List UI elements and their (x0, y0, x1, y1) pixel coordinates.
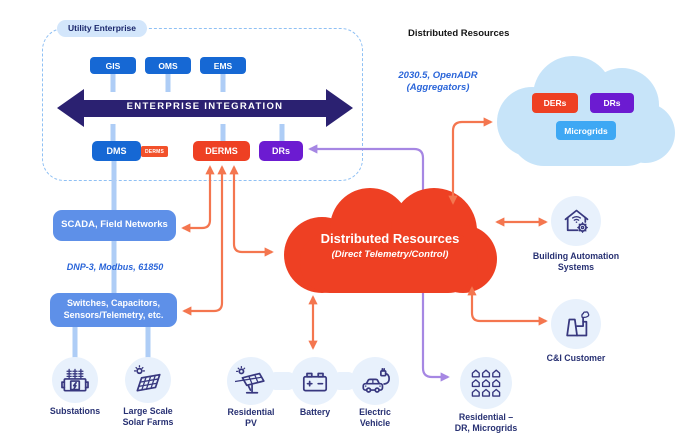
substations-node (52, 357, 98, 403)
residential-dr-label: Residential – DR, Microgrids (426, 412, 546, 435)
residential-pv-label: Residential PV (206, 407, 296, 430)
ems-box: EMS (200, 57, 246, 74)
solar-farm-label: Large Scale Solar Farms (103, 406, 193, 429)
residential-dr-label-line2: DR, Microgrids (454, 423, 518, 434)
residential-pv-node (227, 357, 275, 405)
solar-farm-icon (133, 365, 161, 392)
electric-vehicle-label-line1: Electric (359, 407, 391, 417)
red-cloud-subtitle: (Direct Telemetry/Control) (331, 249, 449, 260)
building-automation-label: Building Automation Systems (516, 251, 636, 274)
distributed-resources-cloud (497, 56, 675, 166)
solar-farm-label-line1: Large Scale (123, 406, 173, 416)
ci-customer-label: C&I Customer (546, 353, 606, 363)
substations-label: Substations (49, 406, 101, 416)
cloud-ders-box: DERs (532, 93, 578, 113)
ci-customer-node (551, 299, 601, 349)
cloud-drs-box: DRs (590, 93, 634, 113)
oms-box: OMS (145, 57, 191, 74)
battery-label: Battery (299, 407, 331, 417)
dms-box: DMS (92, 141, 141, 161)
residential-pv-icon (235, 365, 265, 394)
electric-vehicle-label-line2: Vehicle (359, 418, 391, 429)
aggregator-protocols-line1: 2030.5, OpenADR (398, 70, 478, 81)
residential-pv-label-line2: PV (245, 418, 257, 429)
smart-building-icon (564, 209, 588, 233)
direct-telemetry-cloud (284, 188, 497, 293)
switches-line2: Sensors/Telemetry, etc. (63, 310, 164, 320)
utility-enterprise-label: Utility Enterprise (57, 20, 148, 37)
distributed-resources-heading: Distributed Resources (408, 28, 510, 39)
residential-dr-label-line1: Residential – (458, 412, 514, 422)
aggregator-protocols-line2: (Aggregators) (406, 82, 470, 94)
substation-icon (61, 368, 89, 392)
dms-derms-tag: DERMS (141, 146, 168, 157)
drs-box: DRs (259, 141, 303, 161)
residential-pv-label-line1: Residential (227, 407, 275, 417)
solar-farm-label-line2: Solar Farms (122, 417, 174, 428)
battery-node (291, 357, 339, 405)
field-protocols-label: DNP-3, Modbus, 61850 (66, 262, 164, 272)
houses-grid-icon (471, 369, 501, 397)
scada-box: SCADA, Field Networks (53, 210, 176, 241)
enterprise-integration-arrow (57, 89, 353, 127)
integration-bus-lines (72, 74, 285, 360)
derms-box: DERMS (193, 141, 250, 161)
electric-vehicle-node (351, 357, 399, 405)
residential-dr-node (460, 357, 512, 409)
solar-farm-node (125, 357, 171, 403)
orange-connectors (181, 117, 548, 350)
building-automation-node (551, 196, 601, 246)
red-cloud-title: Distributed Resources (320, 231, 460, 246)
gis-box: GIS (90, 57, 136, 74)
factory-icon (565, 310, 589, 336)
aggregator-protocols-label: 2030.5, OpenADR (Aggregators) (383, 70, 493, 95)
electric-vehicle-icon (362, 367, 390, 393)
building-automation-label-line1: Building Automation (532, 251, 620, 261)
building-automation-label-line2: Systems (557, 262, 595, 273)
switches-line1: Switches, Capacitors, (66, 298, 161, 309)
electric-vehicle-label: Electric Vehicle (330, 407, 420, 430)
node-bridge (268, 372, 296, 390)
enterprise-integration-label: ENTERPRISE INTEGRATION (126, 101, 284, 112)
switches-box: Switches, Capacitors, Sensors/Telemetry,… (50, 293, 177, 327)
battery-icon (302, 372, 328, 392)
cloud-microgrids-box: Microgrids (556, 121, 616, 140)
